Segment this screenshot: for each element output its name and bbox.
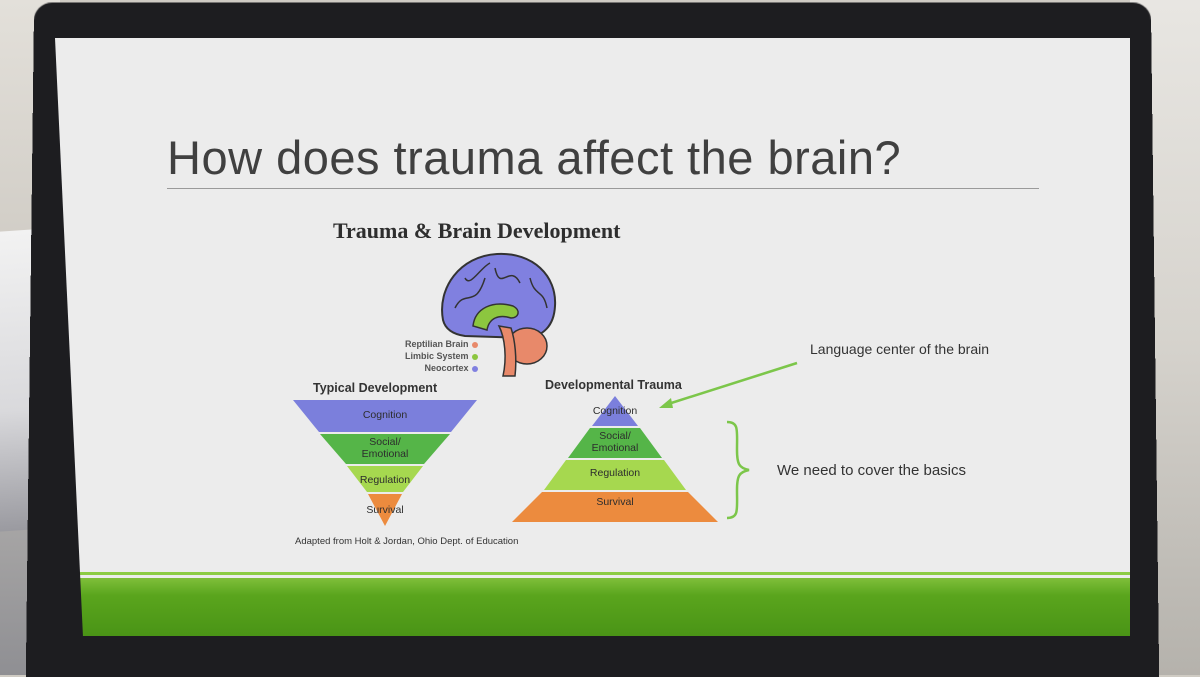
brain-stem (497, 325, 517, 377)
trauma-cognition-band (592, 396, 638, 426)
trauma-label-survival: Survival (596, 496, 634, 508)
slide-title: How does trauma affect the brain? (167, 131, 902, 184)
brain-folds (454, 262, 548, 309)
trauma-label-regulation: Regulation (589, 467, 641, 479)
source-credit: Adapted from Holt & Jordan, Ohio Dept. o… (295, 536, 519, 547)
trauma-social-band (568, 428, 662, 458)
typical-cognition-band (293, 400, 477, 432)
typical-regulation-band (347, 466, 423, 492)
legend-reptilian: Reptilian Brain (405, 338, 478, 350)
typical-social-band (320, 434, 450, 464)
legend-limbic-label: Limbic System (405, 351, 469, 361)
developmental-trauma-title: Developmental Trauma (545, 378, 682, 392)
trauma-label-social: Social/Emotional (591, 430, 639, 454)
legend-reptilian-dot (471, 341, 478, 348)
typical-label-regulation: Regulation (359, 474, 411, 486)
footer-green-band (55, 578, 1130, 636)
typical-development-title: Typical Development (313, 381, 438, 395)
language-center-callout: Language center of the brain (810, 341, 990, 357)
developmental-trauma-pyramid (512, 396, 718, 522)
legend-limbic-dot (471, 353, 478, 360)
typical-development-pyramid (293, 400, 477, 526)
typical-label-social: Social/Emotional (361, 436, 409, 460)
legend-limbic: Limbic System (405, 350, 478, 362)
figure-title: Trauma & Brain Development (333, 218, 621, 243)
trauma-regulation-band (544, 460, 686, 490)
trauma-survival-band (512, 492, 718, 522)
legend-neocortex-dot (471, 365, 478, 372)
typical-label-survival: Survival (366, 504, 404, 516)
slide-screen: How does trauma affect the brain? Trauma… (55, 38, 1130, 636)
brain-illustration (441, 252, 557, 377)
cover-basics-callout: We need to cover the basics (777, 462, 966, 479)
trauma-label-cognition: Cognition (592, 405, 638, 417)
legend-reptilian-label: Reptilian Brain (405, 339, 469, 349)
brain-neocortex (441, 252, 557, 340)
title-divider (167, 188, 1039, 189)
callout-arrow (659, 361, 798, 408)
typical-survival-band (368, 494, 402, 526)
footer-accent-line (55, 572, 1130, 575)
legend-neocortex: Neocortex (405, 362, 478, 374)
typical-label-cognition: Cognition (362, 409, 408, 421)
legend-neocortex-label: Neocortex (424, 363, 469, 373)
brain-limbic (472, 303, 519, 331)
brain-legend: Reptilian Brain Limbic System Neocortex (405, 338, 478, 374)
curly-brace (726, 420, 750, 520)
